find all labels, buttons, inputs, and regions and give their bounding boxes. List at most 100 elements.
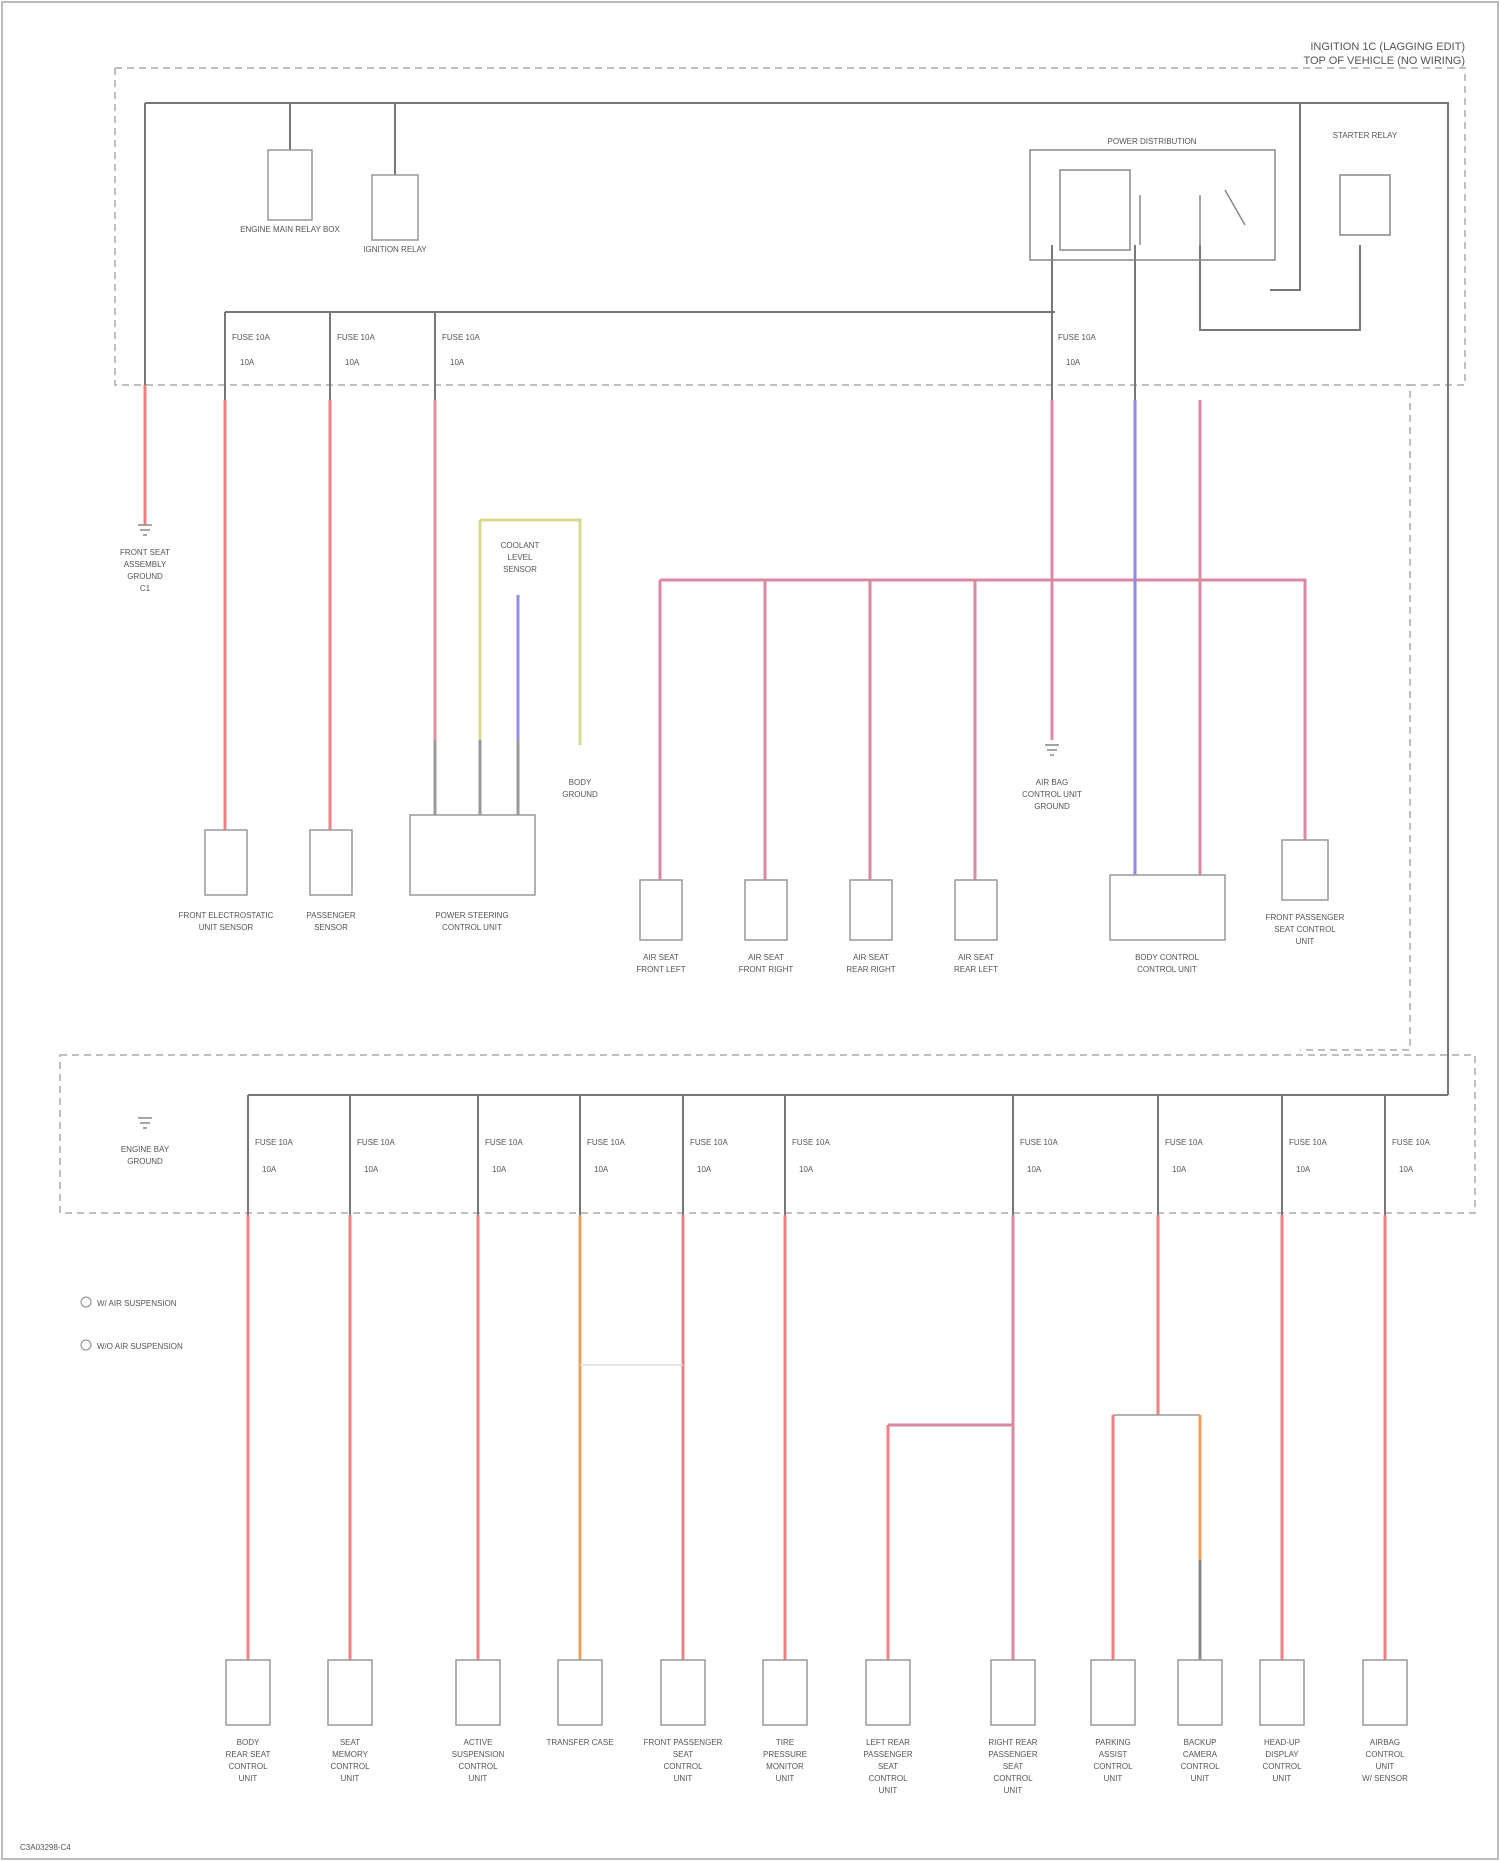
b9-l1: ASSIST: [1099, 1750, 1128, 1759]
b7-l2: SEAT: [878, 1762, 898, 1771]
top-fuse-4: FUSE 10A: [1058, 333, 1096, 342]
b4-l0: TRANSFER CASE: [546, 1738, 613, 1747]
mid-8-l1: CONTROL UNIT: [1137, 965, 1197, 974]
b2-l0: SEAT: [340, 1738, 360, 1747]
ground-1-label-3: C1: [140, 584, 151, 593]
mid-1-l0: FRONT ELECTROSTATIC: [179, 911, 274, 920]
mid-7-l0: AIR SEAT: [958, 953, 994, 962]
bfb-7: 10A: [1172, 1165, 1187, 1174]
b1-l3: UNIT: [239, 1774, 258, 1783]
mid-1-l1: UNIT SENSOR: [199, 923, 254, 932]
bf-9: FUSE 10A: [1392, 1138, 1430, 1147]
sensor-label-1: LEVEL: [508, 553, 533, 562]
mid-4-l1: FRONT LEFT: [636, 965, 685, 974]
mid-components: FRONT ELECTROSTATIC UNIT SENSOR PASSENGE…: [179, 815, 1345, 974]
b5-l3: UNIT: [674, 1774, 693, 1783]
starter-relay: STARTER RELAY: [1333, 131, 1398, 235]
b3-l2: CONTROL: [458, 1762, 498, 1771]
b11-l2: CONTROL: [1262, 1762, 1302, 1771]
b5-l0: FRONT PASSENGER: [644, 1738, 723, 1747]
b6-l1: PRESSURE: [763, 1750, 807, 1759]
engine-bay-ground: ENGINE BAY GROUND: [121, 1118, 170, 1166]
mid-comp-6: [850, 880, 892, 940]
b1-l0: BODY: [237, 1738, 260, 1747]
starter-relay-label: STARTER RELAY: [1333, 131, 1398, 140]
mid-comp-2: [310, 830, 352, 895]
top-fuse-3: FUSE 10A: [442, 333, 480, 342]
sensor-label-2: SENSOR: [503, 565, 537, 574]
b7-l4: UNIT: [879, 1786, 898, 1795]
top-fuse-labels: FUSE 10A FUSE 10A FUSE 10A FUSE 10A 10A …: [232, 333, 1096, 367]
top-fuse-2: FUSE 10A: [337, 333, 375, 342]
ground-2-label-0: BODY: [569, 778, 592, 787]
bfb-9: 10A: [1399, 1165, 1414, 1174]
mid-5-l0: AIR SEAT: [748, 953, 784, 962]
bottom-component-labels: BODY REAR SEAT CONTROL UNIT SEAT MEMORY …: [226, 1738, 1408, 1795]
eb-ground-l0: ENGINE BAY: [121, 1145, 170, 1154]
mid-5-l1: FRONT RIGHT: [739, 965, 794, 974]
legend-item-0: W/ AIR SUSPENSION: [97, 1299, 177, 1308]
mid-2-l0: PASSENGER: [306, 911, 355, 920]
mid-7-l1: REAR LEFT: [954, 965, 998, 974]
b7-l0: LEFT REAR: [866, 1738, 910, 1747]
b6-l3: UNIT: [776, 1774, 795, 1783]
bf-6: FUSE 10A: [1020, 1138, 1058, 1147]
b7-l3: CONTROL: [868, 1774, 908, 1783]
eb-ground-l1: GROUND: [127, 1157, 163, 1166]
body-ground: BODY GROUND: [562, 778, 598, 799]
b6-l0: TIRE: [776, 1738, 794, 1747]
top-power-bus: [145, 103, 1448, 1095]
top-fuse-4b: 10A: [1066, 358, 1081, 367]
top-wires: [145, 385, 1305, 880]
b-comp-3: [456, 1660, 500, 1725]
legend-item-1: W/O AIR SUSPENSION: [97, 1342, 183, 1351]
mid-comp-9: [1282, 840, 1328, 900]
b-comp-10: [1178, 1660, 1222, 1725]
bottom-power-bus: [248, 1095, 1448, 1215]
b3-l1: SUSPENSION: [452, 1750, 505, 1759]
bfb-5: 10A: [799, 1165, 814, 1174]
ground-1-label-1: ASSEMBLY: [124, 560, 167, 569]
mid-8-l0: BODY CONTROL: [1135, 953, 1199, 962]
top-fuse-1: FUSE 10A: [232, 333, 270, 342]
bfb-6: 10A: [1027, 1165, 1042, 1174]
bfb-8: 10A: [1296, 1165, 1311, 1174]
b2-l2: CONTROL: [330, 1762, 370, 1771]
b6-l2: MONITOR: [766, 1762, 804, 1771]
ground-3-label-1: CONTROL UNIT: [1022, 790, 1082, 799]
mid-9-l1: SEAT CONTROL: [1274, 925, 1336, 934]
ground-2-label-1: GROUND: [562, 790, 598, 799]
bottom-fuse-box: [60, 1055, 1475, 1213]
b12-l2: UNIT: [1376, 1762, 1395, 1771]
bf-2: FUSE 10A: [485, 1138, 523, 1147]
b12-l0: AIRBAG: [1370, 1738, 1400, 1747]
bfb-2: 10A: [492, 1165, 507, 1174]
mid-comp-4: [640, 880, 682, 940]
bottom-components: [226, 1660, 1407, 1725]
power-distribution-module: POWER DISTRIBUTION: [1030, 137, 1275, 260]
diagram-subtitle: TOP OF VEHICLE (NO WIRING): [1303, 55, 1465, 67]
bottom-fuse-labels: FUSE 10A FUSE 10A FUSE 10A FUSE 10A FUSE…: [255, 1138, 1430, 1174]
mid-6-l0: AIR SEAT: [853, 953, 889, 962]
mid-4-l0: AIR SEAT: [643, 953, 679, 962]
legend: W/ AIR SUSPENSION W/O AIR SUSPENSION: [81, 1297, 183, 1351]
b3-l3: UNIT: [469, 1774, 488, 1783]
b12-l3: W/ SENSOR: [1362, 1774, 1408, 1783]
ground-1: FRONT SEAT ASSEMBLY GROUND C1: [120, 525, 170, 593]
ground-1-label-0: FRONT SEAT: [120, 548, 170, 557]
b11-l1: DISPLAY: [1265, 1750, 1299, 1759]
b11-l3: UNIT: [1273, 1774, 1292, 1783]
bf-0: FUSE 10A: [255, 1138, 293, 1147]
top-fuse-3b: 10A: [450, 358, 465, 367]
bottom-wires: [248, 1215, 1385, 1660]
mid-comp-5: [745, 880, 787, 940]
b9-l3: UNIT: [1104, 1774, 1123, 1783]
b-comp-6: [763, 1660, 807, 1725]
b8-l1: PASSENGER: [988, 1750, 1037, 1759]
power-distribution-label: POWER DISTRIBUTION: [1108, 137, 1197, 146]
ground-1-label-2: GROUND: [127, 572, 163, 581]
mid-3-l1: CONTROL UNIT: [442, 923, 502, 932]
b10-l0: BACKUP: [1184, 1738, 1217, 1747]
top-fuse-box: [115, 68, 1465, 1050]
